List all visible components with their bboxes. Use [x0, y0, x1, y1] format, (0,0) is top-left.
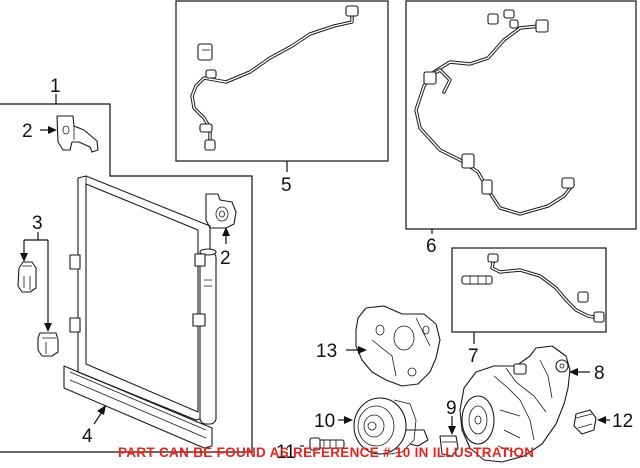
suction-hose-box: [405, 0, 637, 230]
callout-3: 3: [32, 213, 43, 234]
clutch-bolt: [309, 437, 345, 451]
callout-8: 8: [594, 363, 605, 384]
suction-hose: [414, 9, 575, 216]
liquid-line-box: [451, 247, 607, 333]
leader-lines: [20, 126, 610, 447]
condenser-clip-lower: [37, 332, 59, 357]
condenser-lower-seal: [63, 365, 213, 449]
callout-1: 1: [50, 76, 61, 97]
part-reference-note: PART CAN BE FOUND AS REFERENCE # 10 IN I…: [118, 445, 535, 460]
pressure-switch: [439, 435, 459, 457]
compressor-bracket: [355, 305, 441, 387]
callout-numbers: 1 2 2 3 4 5 6 7 8 9 10 11 12 13: [22, 76, 633, 463]
callout-6: 6: [426, 236, 437, 257]
ac-compressor: [459, 345, 571, 463]
condenser-clip-upper: [17, 261, 37, 293]
compressor-clutch: [353, 397, 429, 455]
discharge-hose: [190, 5, 359, 151]
callout-9: 9: [446, 398, 457, 419]
callout-7: 7: [468, 346, 479, 367]
callout-12: 12: [612, 411, 633, 432]
condenser-bracket-upper: [56, 115, 99, 153]
liquid-line: [461, 253, 605, 323]
callout-11: 11: [276, 442, 296, 463]
compressor-cap-nut: [573, 409, 597, 435]
callout-13: 13: [316, 341, 337, 362]
condenser-group-frame: [0, 94, 253, 453]
callout-10: 10: [314, 411, 335, 432]
callout-2-right: 2: [220, 248, 231, 269]
callout-2-left: 2: [22, 121, 33, 142]
callout-5: 5: [281, 175, 292, 196]
condenser: [69, 175, 217, 425]
callout-4: 4: [82, 426, 93, 447]
condenser-bracket-right: [205, 193, 237, 229]
discharge-hose-box: [175, 0, 389, 162]
